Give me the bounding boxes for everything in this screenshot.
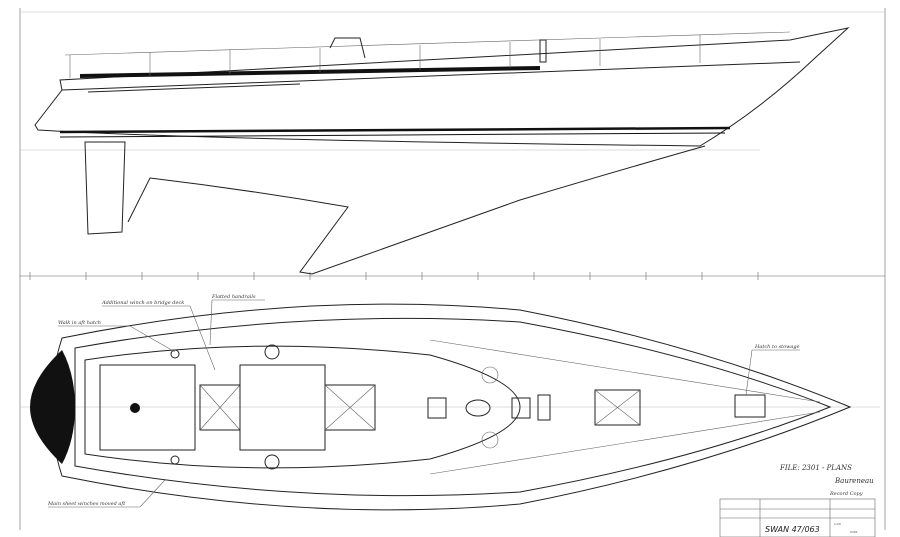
winch-starboard (264, 454, 280, 470)
rudder (84, 141, 126, 235)
sheet-ref: 2301 (850, 530, 858, 534)
stern-transom (30, 350, 75, 464)
deck-outline (50, 303, 852, 511)
cockpit-coaming (79, 66, 541, 78)
note-sheet-winches: Main sheet winches moved aft (47, 501, 126, 507)
note-handrails: Flatted handrails (211, 294, 256, 300)
plan-view (20, 303, 880, 511)
hull-profile (34, 27, 850, 147)
note-bridge-deck-winch: Additional winch on bridge deck (101, 300, 184, 306)
title-block: SWAN 47/063 1:20 2301 (719, 498, 876, 537)
coachroof (84, 345, 521, 469)
profile-view (20, 27, 885, 280)
copy-note: Record Copy (829, 491, 863, 497)
companionway-hatch (324, 384, 376, 431)
mast-step (539, 39, 547, 63)
anchor-locker (734, 394, 766, 418)
steering-wheel-pedestal (130, 403, 140, 413)
mast-partner (465, 399, 491, 417)
scale: 1:20 (834, 522, 841, 526)
note-anchor-locker: Hatch to stowage (754, 344, 800, 350)
winch-port (264, 344, 280, 360)
drawing-number: SWAN 47/063 (765, 525, 820, 534)
aft-cockpit (99, 364, 196, 451)
note-aft-hatch: Walk in aft hatch (58, 320, 101, 326)
signature: Baureneau (834, 477, 874, 485)
fore-hatch (594, 389, 641, 426)
boot-stripe (59, 126, 731, 134)
file-note: FILE: 2301 - PLANS (779, 464, 852, 472)
keel (127, 145, 706, 275)
annotations: Additional winch on bridge deck Walk in … (47, 294, 874, 508)
dodger (329, 37, 366, 59)
